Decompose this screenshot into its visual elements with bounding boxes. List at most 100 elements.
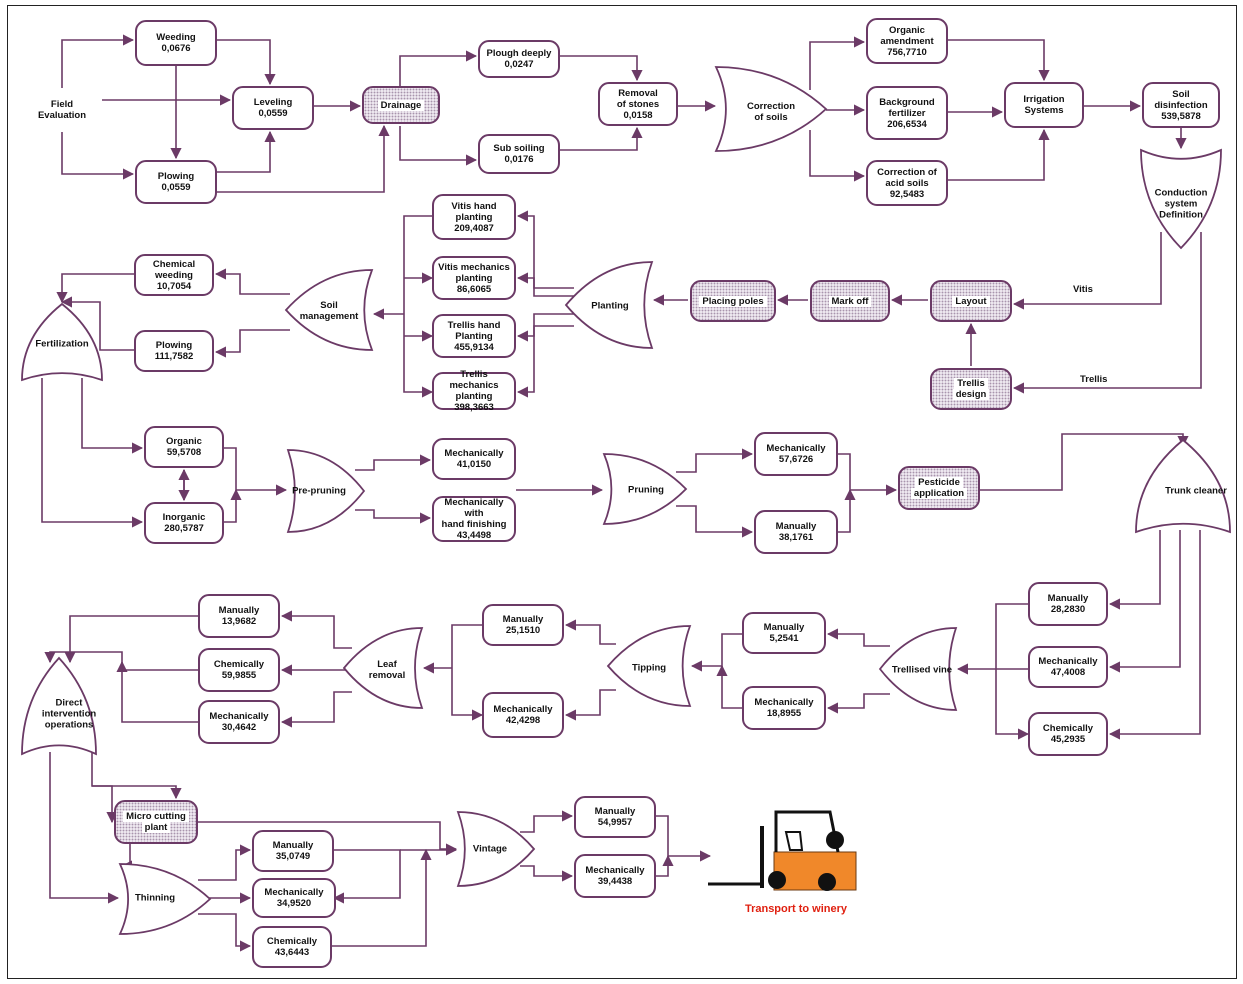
node-label: Trellis (460, 369, 488, 380)
gate-fertilization (21, 302, 103, 382)
node-value: 0,0559 (161, 182, 191, 193)
node-value: 41,0150 (456, 459, 492, 470)
gate-trunk-cleaner (1135, 438, 1231, 534)
connector-53 (1108, 530, 1161, 610)
node-label: Trellis hand (447, 319, 501, 331)
node-label: Plowing (157, 171, 195, 182)
connector-85 (656, 815, 712, 862)
node-label: Vitis mechanics (438, 261, 510, 273)
node-label: Mechanically (493, 704, 553, 715)
node-label: Planting (455, 330, 493, 342)
gate-label-line: Fertilization (35, 338, 89, 350)
node-label: Mechanically (209, 711, 269, 722)
node-label: Chemically (266, 936, 318, 947)
gate-trellised-vine (878, 627, 958, 711)
connector-29 (516, 313, 574, 342)
connector-16 (948, 39, 1050, 82)
node-value: 13,9682 (221, 616, 257, 627)
node-label: Manually (594, 806, 636, 817)
node-label: Organic (166, 436, 202, 447)
connector-54 (1108, 530, 1181, 673)
edge-label-trellis: Trellis (1080, 374, 1108, 385)
gate-label-line: Correction (746, 101, 796, 112)
gate-label-line: Definition (1159, 209, 1203, 221)
node-value: 34,9520 (276, 898, 312, 909)
node-value: 0,0176 (504, 154, 534, 165)
gate-correction-of-soils (714, 66, 828, 152)
node-label: hand finishing (441, 519, 507, 530)
node-label: Manually (502, 614, 544, 625)
node-label: Leveling (253, 97, 293, 108)
node-label: Manually (1047, 593, 1089, 604)
connector-4 (61, 132, 135, 180)
connector-21 (1012, 232, 1162, 310)
node-label: Manually (218, 605, 260, 616)
node-label: fertilizer (888, 107, 926, 119)
gate-soil-management (284, 269, 374, 351)
connector-79 (198, 913, 252, 952)
node-value: 756,7710 (887, 46, 927, 58)
connector-66 (280, 610, 352, 649)
node-label: Chemical (152, 258, 196, 270)
node-label: Plough deeply (486, 48, 552, 59)
connector-82 (332, 848, 432, 947)
node-label: of stones (616, 98, 660, 110)
node-label: planting (455, 211, 493, 223)
gate-label-tipping: Tipping (632, 663, 666, 674)
node-value: 39,4438 (597, 876, 633, 887)
node-value: 5,2541 (769, 633, 799, 644)
node-value: 206,6534 (887, 118, 927, 130)
node-label: Correction of (877, 166, 937, 178)
connector-52 (980, 433, 1189, 491)
gate-label-pruning: Pruning (628, 485, 664, 496)
connector-74 (49, 752, 120, 904)
connector-64 (451, 624, 484, 721)
node-label: Field (50, 99, 74, 110)
node-label: Chemically (213, 659, 265, 670)
connector-43 (224, 447, 288, 496)
transport-to-winery-label: Transport to winery (744, 903, 848, 915)
connector-7 (217, 124, 390, 193)
connector-46 (355, 509, 432, 524)
node-label: Systems (1024, 105, 1064, 116)
node-value: 539,5878 (1161, 110, 1201, 122)
connector-31 (403, 215, 434, 398)
edge-label-vitis: Vitis (1073, 284, 1093, 295)
gate-vintage (456, 811, 536, 887)
forklift-counterweight (826, 831, 844, 849)
connector-84 (520, 865, 574, 882)
node-label: design (952, 389, 990, 400)
node-label: Evaluation (37, 110, 87, 121)
forklift-seat (784, 831, 804, 851)
connector-35 (214, 268, 290, 295)
node-label: Organic (889, 24, 925, 36)
node-label: Removal (618, 87, 658, 99)
node-label: Chemically (1042, 723, 1094, 734)
gate-label-line: operations (44, 719, 94, 731)
gate-label-line: Pruning (628, 484, 664, 496)
gate-leaf-removal (342, 627, 424, 709)
node-label: Trellis (954, 378, 988, 389)
connector-63 (564, 689, 616, 721)
node-label: Manually (763, 622, 805, 633)
